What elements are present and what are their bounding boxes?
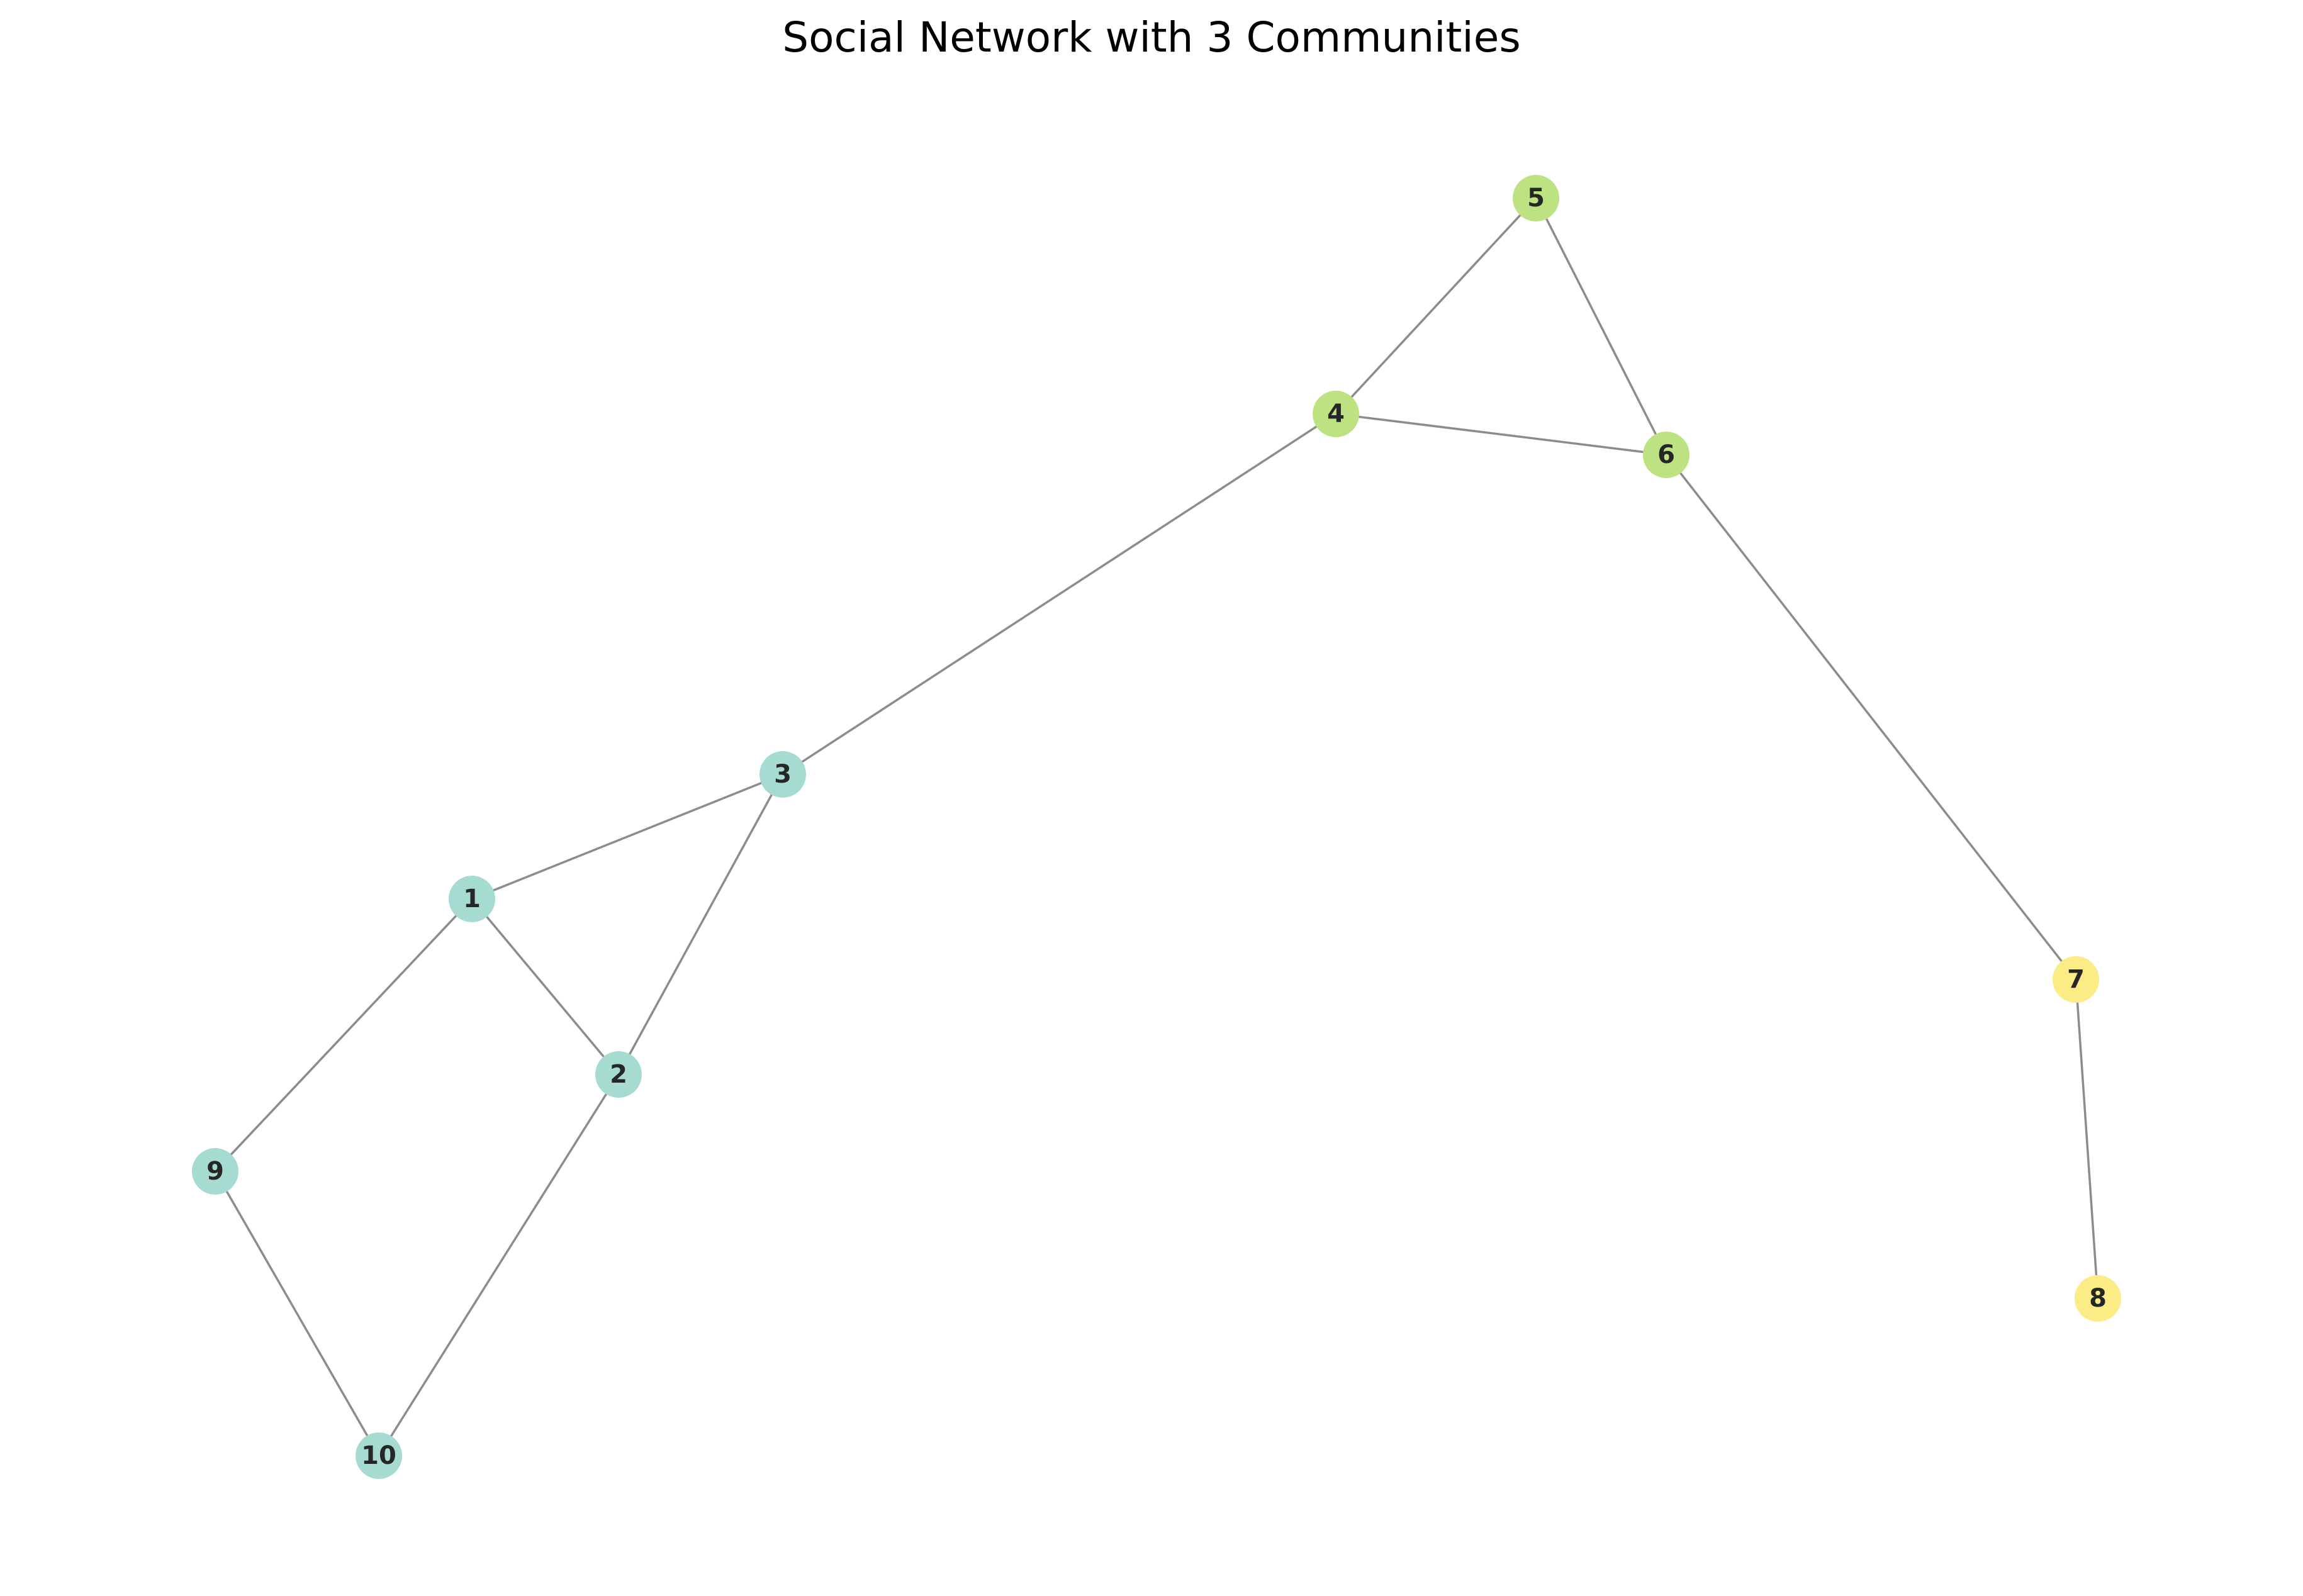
node-9: 9 <box>192 1148 238 1195</box>
edge-1-2 <box>471 898 620 1076</box>
edge-4-3 <box>782 413 1336 776</box>
node-circle <box>1643 432 1689 478</box>
node-circle <box>192 1148 238 1195</box>
node-label: 7 <box>2067 965 2085 994</box>
node-label: 8 <box>2089 1284 2107 1313</box>
edges-layer <box>214 197 2099 1456</box>
node-circle <box>2053 956 2099 1003</box>
node-2: 2 <box>595 1051 642 1098</box>
node-circle <box>356 1432 402 1479</box>
node-label: 1 <box>463 884 481 913</box>
edge-3-1 <box>471 773 783 900</box>
node-circle <box>2075 1275 2121 1322</box>
node-label: 6 <box>1657 440 1675 469</box>
node-circle <box>1313 391 1359 437</box>
node-label: 10 <box>361 1441 396 1470</box>
node-7: 7 <box>2053 956 2099 1003</box>
edge-5-6 <box>1535 198 1667 455</box>
edge-3-2 <box>617 774 784 1075</box>
chart-title: Social Network with 3 Communities <box>782 13 1520 62</box>
node-5: 5 <box>1513 175 1559 221</box>
node-label: 9 <box>206 1157 224 1186</box>
node-1: 1 <box>449 876 495 922</box>
edge-6-7 <box>1665 454 2077 981</box>
node-label: 2 <box>610 1060 627 1089</box>
node-circle <box>595 1051 642 1098</box>
node-label: 4 <box>1327 399 1345 428</box>
edge-2-10 <box>378 1074 620 1456</box>
node-circle <box>449 876 495 922</box>
node-circle <box>759 751 806 798</box>
node-label: 3 <box>774 760 792 789</box>
edge-4-6 <box>1335 413 1667 456</box>
edge-1-9 <box>214 898 473 1173</box>
nodes-layer: 1 2 3 4 5 6 7 8 9 10 <box>192 175 2121 1479</box>
edge-9-10 <box>214 1171 380 1456</box>
node-10: 10 <box>356 1432 402 1479</box>
node-label: 5 <box>1527 184 1545 213</box>
edge-7-8 <box>2075 979 2099 1299</box>
node-circle <box>1513 175 1559 221</box>
node-4: 4 <box>1313 391 1359 437</box>
edge-5-4 <box>1335 197 1537 415</box>
node-3: 3 <box>759 751 806 798</box>
node-6: 6 <box>1643 432 1689 478</box>
node-8: 8 <box>2075 1275 2121 1322</box>
